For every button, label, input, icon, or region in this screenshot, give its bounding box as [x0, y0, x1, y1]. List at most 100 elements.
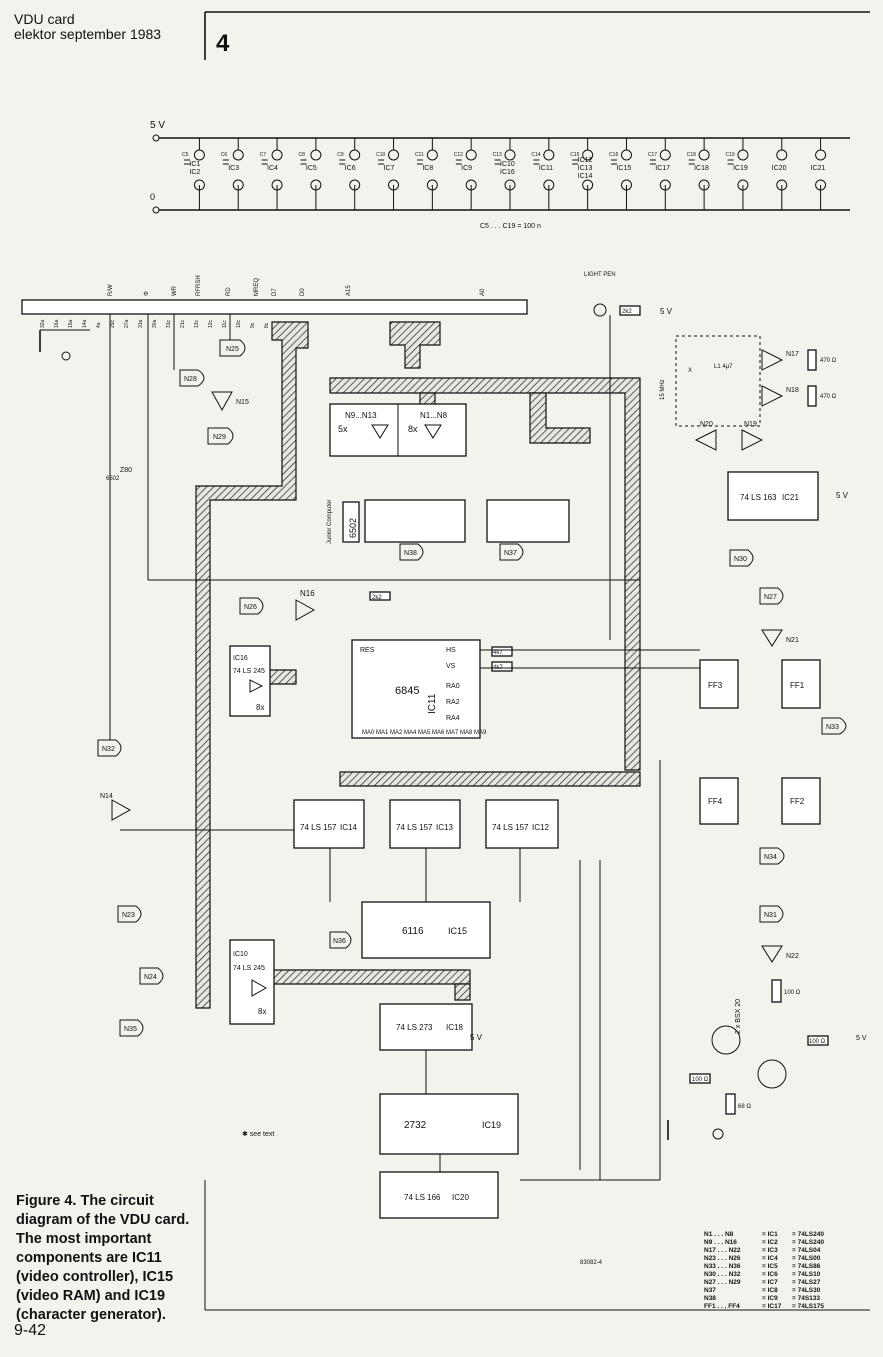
- drawing-number: 83082-4: [580, 1260, 603, 1266]
- chip-vcc-pin: [388, 149, 400, 161]
- n19-gate: [741, 429, 764, 451]
- ic21-block: 74 LS 163 IC21 5 V: [727, 471, 849, 521]
- capacitor-label: C12: [454, 152, 463, 158]
- address-bus-top: [389, 321, 441, 369]
- gnd-point: [61, 351, 71, 361]
- parts-gates: FF1 . . . FF4: [704, 1303, 740, 1310]
- supply-chip-label: IC3: [228, 165, 239, 172]
- supply-chip: IC21: [811, 138, 827, 210]
- parts-gates: N1 . . . N8: [704, 1231, 734, 1238]
- bus-lines: [195, 321, 641, 1009]
- n31-label: N31: [764, 912, 777, 919]
- n14-label: N14: [100, 793, 113, 800]
- buffer-5x: 5x: [338, 424, 348, 434]
- supply-chip: IC20: [772, 138, 788, 210]
- capacitor-label: C15: [570, 152, 579, 158]
- parts-ic: = IC2: [762, 1239, 778, 1246]
- parts-ic: = IC5: [762, 1263, 778, 1270]
- parts-gates: N23 . . . N26: [704, 1255, 741, 1262]
- ic12-body: [485, 799, 559, 849]
- resistor-2k2: [369, 591, 391, 601]
- ic18-name: IC18: [446, 1023, 463, 1032]
- publication-header: VDU card elektor september 1983: [14, 12, 161, 42]
- figure-number: 4: [216, 30, 230, 57]
- n32-gate: [97, 739, 122, 757]
- chip-gnd-pin: [620, 179, 632, 191]
- connector-pin: 12c: [208, 319, 214, 328]
- connector-pin: 31a: [138, 319, 144, 328]
- n36-label: N36: [333, 938, 346, 945]
- ic12-name: IC12: [532, 823, 549, 832]
- n37-gate: [499, 543, 524, 561]
- supply-chip-label: IC4: [267, 165, 278, 172]
- l1-label: L1 4µ7: [714, 364, 733, 370]
- connector-pin: 15a: [68, 319, 74, 328]
- cpu-select-box: [342, 501, 360, 543]
- r2-resistor: [807, 385, 817, 407]
- ic16-name: IC16: [233, 655, 248, 662]
- decoupling-note: C5 . . . C19 = 100 n: [480, 223, 541, 230]
- ic11-pin-hs: HS: [446, 647, 456, 654]
- parts-gates: N38: [704, 1295, 716, 1302]
- light-pen-input: LIGHT PEN 2k2 5 V: [584, 272, 673, 317]
- capacitor-label: C14: [531, 152, 540, 158]
- buffer-n9-label: N9...N13: [345, 411, 377, 420]
- ic14-body: [293, 799, 365, 849]
- supply-chip-label: IC21: [811, 165, 826, 172]
- n38-gate: [399, 543, 424, 561]
- ff1-body: [781, 659, 821, 709]
- supply-chip-label: IC17: [655, 165, 670, 172]
- supply-chip-label: IC13: [578, 165, 593, 172]
- junior-select: 6502 Junior Computer: [327, 499, 570, 544]
- r3-value: 100 Ω: [809, 1039, 826, 1045]
- n28-label: N28: [184, 376, 197, 383]
- cpu-6502-label: 6502: [348, 518, 358, 538]
- connector-signal: MREQ: [254, 278, 260, 296]
- flip-flops: FF3 FF1 FF4 FF2: [699, 659, 821, 825]
- n35-gate: [119, 1019, 144, 1037]
- ic12-part: 74 LS 157: [492, 823, 529, 832]
- supply-section: 5 V 0 IC1IC2C5IC3C6IC4C7IC5C8IC6C9IC7C10…: [150, 120, 850, 230]
- resistor-r6: [491, 661, 513, 672]
- n18-gate: [761, 385, 784, 407]
- supply-chip-label: IC15: [616, 165, 631, 172]
- chip-vcc-pin: [232, 149, 244, 161]
- n16-gate: [295, 599, 316, 621]
- parts-ic: = IC6: [762, 1271, 778, 1278]
- n15-gate: [211, 391, 233, 412]
- ff4-body: [699, 777, 739, 825]
- supply-chip-label: IC9: [461, 165, 472, 172]
- light-pen-vcc: 5 V: [660, 307, 673, 316]
- parts-gates: N33 . . . N36: [704, 1263, 741, 1270]
- ic11-block: 6845 IC11 HS VS RA0 RA2 RA4 RES MA0 MA1 …: [351, 639, 487, 739]
- vcc-terminal: [152, 134, 160, 142]
- output-vcc: 5 V: [856, 1035, 867, 1042]
- connector-signal: RFRSH: [196, 275, 202, 296]
- ic20-block: 74 LS 166 IC20: [379, 1171, 499, 1219]
- ic21-part: 74 LS 163: [740, 493, 777, 502]
- chip-gnd-pin: [737, 179, 749, 191]
- chip-vcc-pin: [698, 149, 710, 161]
- parts-type: = 74LS86: [792, 1263, 821, 1270]
- supply-chip-label: IC19: [733, 165, 748, 172]
- ic10-buffer-symbol: [251, 979, 268, 997]
- buffer-symbol-left: [371, 424, 389, 439]
- bsx-label: 2 x BSX 20: [735, 999, 742, 1034]
- chip-vcc-pin: [582, 149, 594, 161]
- n26-label: N26: [244, 604, 257, 611]
- parts-ic: = IC1: [762, 1231, 778, 1238]
- connector-signal: Φ: [144, 291, 150, 296]
- ic15-name: IC15: [448, 926, 467, 936]
- parts-type: = 74LS00: [792, 1255, 821, 1262]
- address-bus-right: [529, 392, 591, 444]
- chip-vcc-pin: [659, 149, 671, 161]
- light-pen-socket: [593, 303, 607, 317]
